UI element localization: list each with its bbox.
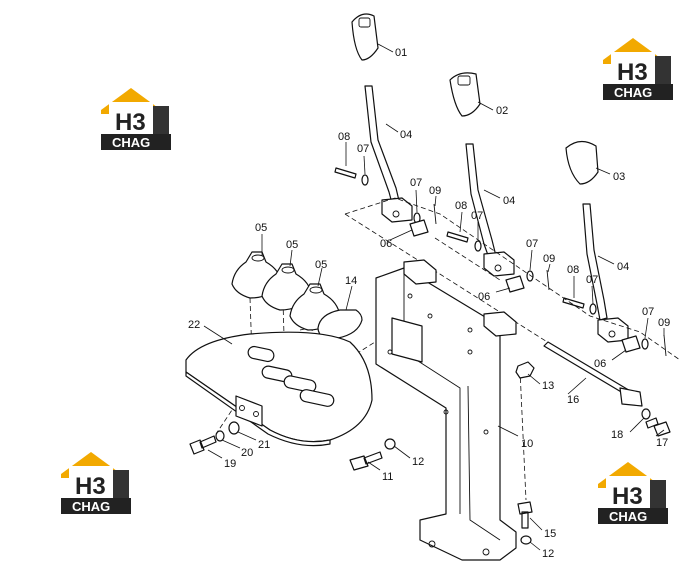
logo-name: CHAG	[72, 499, 110, 514]
fasteners	[334, 167, 667, 357]
lever-bracket-3	[597, 317, 629, 343]
pin-08-b	[446, 231, 469, 243]
shaft-16	[543, 341, 633, 397]
callout-06-a: 06	[380, 238, 392, 250]
logo-letters: H3	[612, 483, 643, 510]
washer-07-c	[474, 240, 482, 252]
callout-17: 17	[656, 437, 668, 449]
callout-10: 10	[521, 438, 533, 450]
rod-04-b	[465, 143, 497, 259]
leader-lines	[203, 43, 665, 551]
callout-05-c: 05	[315, 259, 327, 271]
callout-09-b: 09	[543, 253, 555, 265]
lever-assembly-2	[449, 72, 515, 277]
callout-08-b: 08	[455, 200, 467, 212]
bracket-ear-left	[403, 259, 437, 285]
bolt-15	[517, 501, 533, 529]
cotter-09-c	[663, 334, 667, 357]
callout-12-a: 12	[412, 456, 424, 468]
callout-08-a: 08	[338, 131, 350, 143]
callout-07-d: 07	[526, 238, 538, 250]
lever-bracket-2	[483, 251, 515, 277]
watermark-logo-top-right: H3 CHAG	[603, 38, 673, 100]
callout-12-b: 12	[542, 548, 554, 560]
washer-07-e	[589, 303, 597, 315]
washer-07-f	[641, 338, 649, 350]
callout-07-e: 07	[586, 274, 598, 286]
bracket-plate	[391, 317, 423, 363]
watermark-logo-bottom-right: H3 CHAG	[598, 462, 668, 524]
callout-13: 13	[542, 380, 554, 392]
shaft-end-plate	[619, 387, 643, 407]
watermark-logo-bottom-left: H3 CHAG	[61, 452, 131, 514]
bracket-ear-right	[483, 311, 517, 337]
callout-07-b: 07	[410, 177, 422, 189]
callout-22: 22	[188, 319, 200, 331]
bushing-06-a	[409, 219, 429, 237]
cotter-09-a	[433, 203, 437, 225]
callout-05-a: 05	[255, 222, 267, 234]
callout-15: 15	[544, 528, 556, 540]
logo-name: CHAG	[614, 85, 652, 100]
bushing-06-c	[621, 335, 641, 353]
bracket-10	[375, 259, 517, 561]
cotter-09-b	[546, 269, 550, 291]
logo-name: CHAG	[112, 135, 150, 150]
pin-08-c	[562, 297, 585, 309]
nut-12-a	[384, 438, 396, 450]
lever-assembly-1	[351, 13, 413, 223]
pin-08-a	[334, 167, 357, 179]
nut-13	[515, 361, 535, 379]
callout-03: 03	[613, 171, 625, 183]
bolt-11	[349, 451, 383, 471]
nut-12-b	[520, 535, 532, 545]
watermark-logo-top-left: H3 CHAG	[101, 88, 171, 150]
logo-letters: H3	[617, 59, 648, 86]
knob-01	[351, 13, 379, 61]
callout-14: 14	[345, 275, 357, 287]
bushing-06-b	[505, 275, 525, 293]
callout-02: 02	[496, 105, 508, 117]
lever-assembly-3	[565, 140, 629, 343]
washer-21	[228, 421, 240, 435]
logo-letters: H3	[115, 109, 146, 136]
bolt-19	[189, 435, 217, 455]
callout-05-b: 05	[286, 239, 298, 251]
callout-01: 01	[395, 47, 407, 59]
callout-08-c: 08	[567, 264, 579, 276]
washer-07-d	[526, 270, 534, 282]
callout-06-c: 06	[594, 358, 606, 370]
rod-04-a	[364, 85, 401, 208]
logo-name: CHAG	[609, 509, 647, 524]
panel-bracket	[235, 395, 263, 427]
washer-20	[215, 430, 225, 442]
callout-04-c: 04	[617, 261, 629, 273]
logo-letters: H3	[75, 473, 106, 500]
knob-03	[565, 140, 599, 185]
callout-11: 11	[382, 471, 393, 483]
callout-07-f: 07	[642, 306, 654, 318]
callout-18: 18	[611, 429, 623, 441]
rod-04-c	[582, 203, 608, 321]
callout-07-a: 07	[357, 143, 369, 155]
panel-22	[185, 331, 373, 447]
callout-04-a: 04	[400, 129, 412, 141]
bolts-and-nuts	[189, 361, 671, 545]
callout-07-c: 07	[471, 210, 483, 222]
callout-labels: 01 02 03 04 04 04 05 05 05 06 06 06 07 0…	[188, 47, 670, 560]
callout-06-b: 06	[478, 291, 490, 303]
callout-21: 21	[258, 439, 270, 451]
washer-07-a	[361, 174, 369, 186]
knob-02	[449, 72, 481, 117]
bolt-17	[645, 417, 671, 437]
callout-20: 20	[241, 447, 253, 459]
callout-16: 16	[567, 394, 579, 406]
callout-19: 19	[224, 458, 236, 470]
washer-18	[641, 408, 651, 420]
callout-04-b: 04	[503, 195, 515, 207]
callout-09-a: 09	[429, 185, 441, 197]
callout-09-c: 09	[658, 317, 670, 329]
lever-bracket-1	[381, 197, 413, 223]
